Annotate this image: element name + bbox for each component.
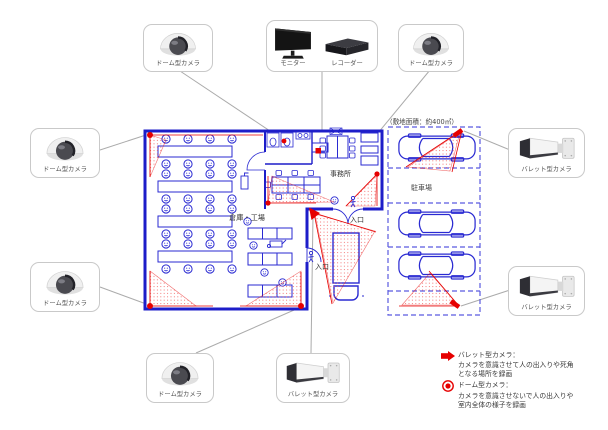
callout-bullet-right-lower: バレット型カメラ: [508, 266, 585, 316]
recorder-label: レコーダー: [331, 59, 363, 67]
bullet-marker-parking-n: [452, 128, 464, 138]
bullet-camera-label: バレット型カメラ: [521, 165, 572, 173]
camera-coverage: [149, 131, 461, 307]
callout-dome-top-right: ドーム型カメラ: [398, 24, 464, 72]
legend: バレット型カメラ： カメラを意識させて人の出入りや死角 となる場所を録画 ドーム…: [441, 351, 608, 411]
connector-lines: [99, 69, 511, 354]
callout-dome-top-left: ドーム型カメラ: [143, 24, 213, 72]
restroom-fixtures: [266, 131, 311, 148]
dome-camera-icon: [42, 132, 88, 164]
bullet-marker-parking-s: [449, 299, 461, 309]
callout-dome-bottom: ドーム型カメラ: [146, 353, 214, 403]
warehouse-label: 倉庫・工場: [229, 213, 265, 222]
dome-marker-warehouse-nw: [147, 132, 153, 138]
legend-dome-title: ドーム型カメラ：: [458, 381, 513, 390]
site-area-note: （敷地面積：約400㎡）: [386, 117, 458, 126]
dome-camera-label: ドーム型カメラ: [43, 299, 87, 307]
sight-lines: [149, 129, 463, 307]
entrance-label-side: 入口: [315, 263, 329, 271]
bullet-camera-label: バレット型カメラ: [521, 303, 572, 311]
recorder-item: レコーダー: [322, 33, 372, 67]
callout-monitor-recorder: モニター レコーダー: [266, 20, 378, 72]
callout-dome-left-lower: ドーム型カメラ: [30, 262, 100, 312]
office-label: 事務所: [330, 169, 351, 178]
dome-camera-icon: [42, 266, 88, 298]
parked-car: [398, 209, 476, 238]
legend-bullet-title: バレット型カメラ：: [458, 351, 520, 360]
bullet-camera-label: バレット型カメラ: [287, 390, 339, 398]
dome-marker-warehouse-sw: [147, 303, 153, 309]
dome-camera-label: ドーム型カメラ: [409, 59, 453, 67]
callout-bullet-right-upper: バレット型カメラ: [508, 128, 585, 178]
callout-bullet-bottom: バレット型カメラ: [276, 353, 350, 403]
bullet-marker-icon: [441, 351, 455, 361]
dome-marker-warehouse-se: [298, 303, 304, 309]
camera-markers: [147, 128, 464, 309]
dome-camera-label: ドーム型カメラ: [158, 390, 202, 398]
callout-dome-left-upper: ドーム型カメラ: [30, 128, 100, 178]
bullet-camera-icon: [283, 357, 343, 387]
building: [143, 127, 384, 311]
monitor-icon: [272, 27, 314, 60]
dome-camera-icon: [157, 357, 203, 389]
recorder-icon: [322, 33, 372, 60]
bullet-marker-entrance: [309, 207, 320, 220]
legend-dome-desc1: カメラを意識させないで人の出入りや: [458, 391, 574, 400]
dome-camera-label: ドーム型カメラ: [43, 165, 87, 173]
legend-bullet-desc1: カメラを意識させて人の出入りや死角: [458, 361, 574, 369]
legend-dome-row: ドーム型カメラ：: [441, 379, 608, 392]
monitor-item: モニター: [272, 27, 314, 67]
dome-camera-icon: [155, 28, 201, 59]
bullet-camera-icon: [516, 132, 578, 163]
entrance-label-main: 入口: [350, 216, 364, 224]
dome-camera-label: ドーム型カメラ: [156, 59, 200, 67]
dome-marker-icon: [442, 379, 454, 392]
parking-lot: 駐車場: [387, 126, 481, 316]
parking-label: 駐車場: [411, 183, 432, 192]
parked-car: [398, 251, 476, 280]
dome-marker-office-ne: [374, 171, 380, 177]
recorder-marker: [315, 148, 321, 154]
dome-marker-hallway: [281, 138, 287, 144]
legend-dome-desc2: 室内全体の様子を録画: [458, 401, 526, 410]
legend-bullet-desc2: となる場所を録画: [458, 370, 513, 379]
legend-bullet-row: バレット型カメラ：: [441, 351, 608, 361]
bullet-camera-icon: [516, 270, 578, 301]
dome-marker-office-sw: [265, 200, 271, 206]
monitor-label: モニター: [280, 59, 306, 67]
dome-camera-icon: [408, 28, 454, 59]
